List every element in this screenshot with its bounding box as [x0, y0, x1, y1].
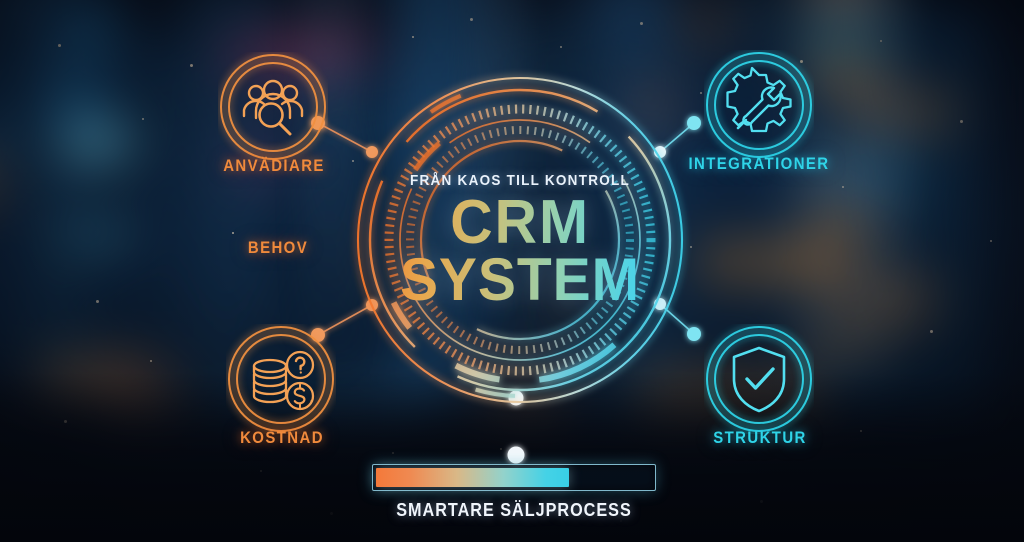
node-label-behov: BEHOV: [247, 238, 309, 257]
coins-cost-icon: [228, 326, 334, 432]
progress-bar-label: SMARTARE SÄLJPROCESS: [396, 500, 632, 520]
node-label-anvadiare: ANVÄDIARE: [223, 156, 325, 175]
users-search-icon: [220, 54, 326, 160]
node-kostnad[interactable]: KOSTNAD: [226, 324, 336, 447]
node-anvadiare[interactable]: ANVÄDIARE: [218, 52, 328, 175]
light-beam-right: [856, 0, 916, 390]
node-label-kostnad: KOSTNAD: [240, 428, 324, 447]
progress-bar-fill: [376, 468, 570, 487]
progress-bar-track[interactable]: [372, 464, 656, 491]
node-struktur[interactable]: STRUKTUR: [704, 324, 814, 447]
node-label-struktur: STRUKTUR: [713, 428, 807, 447]
node-label-integrationer: INTEGRATIONER: [688, 154, 830, 173]
node-behov[interactable]: BEHOV: [208, 210, 348, 280]
progress-section: SMARTARE SÄLJPROCESS: [372, 464, 656, 521]
shield-check-icon: [706, 326, 812, 432]
gear-wrench-icon: [706, 52, 812, 158]
node-integrationer[interactable]: INTEGRATIONER: [688, 50, 828, 173]
